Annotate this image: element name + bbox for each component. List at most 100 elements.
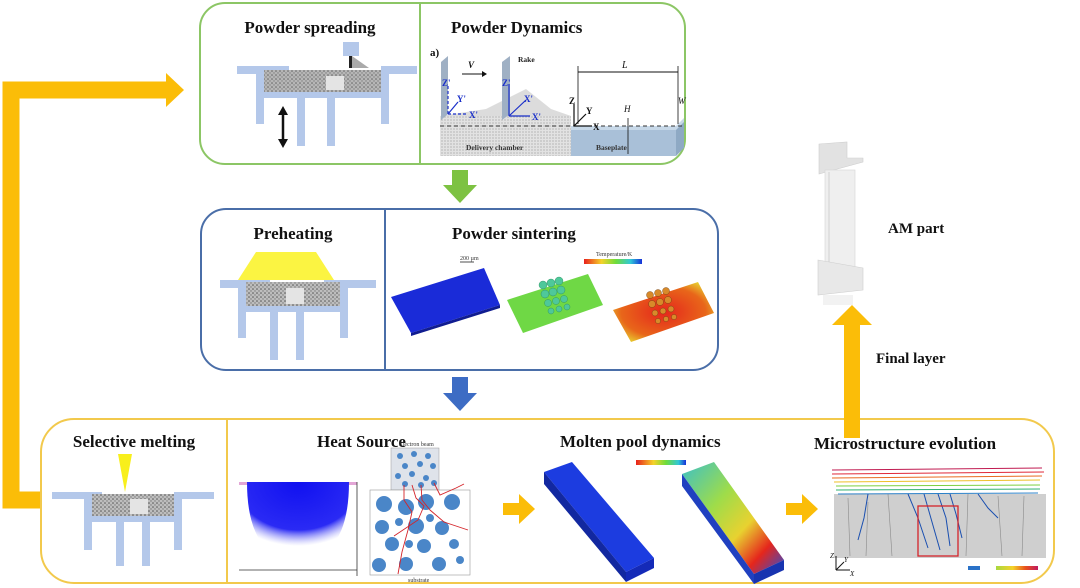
electron-paths [393,482,469,575]
substrate-particles [372,494,464,572]
streamlines [831,467,1045,495]
svg-text:Z: Z [830,552,834,560]
preheating-schematic [220,252,376,360]
scale-bar-label: 200 µm [460,256,479,262]
local-axes-rake: Z' X' X' [502,78,541,122]
rake-plate [502,56,510,120]
bed-wall-right [381,66,389,124]
legend-velocity-colorbar [996,566,1038,570]
am-part-label: AM part [888,221,945,237]
svg-text:X: X [849,570,855,578]
stage-heating-panel: Preheating Powder sintering [200,208,719,371]
microstructure-figure: Z Y X [830,467,1046,578]
electron-particle-diagram: Electron beam substrate [369,442,471,584]
particle-array-middle [538,276,571,315]
delivery-chamber-label: Delivery chamber [466,143,524,152]
melted-pool-block [682,462,784,574]
energy-beam [118,454,132,492]
baseplate-label: Baseplate [596,143,628,152]
global-axes: Z Y X [569,96,600,132]
build-plate [264,92,381,98]
svg-text:X': X' [532,112,541,122]
baseplate-side [676,122,684,156]
velocity-label: V [468,60,475,70]
colorbar-title: Temperature/K [596,252,633,258]
molten-pool-figure [544,460,784,584]
sintering-plate-initial [391,268,500,333]
svg-text:Z: Z [569,96,575,106]
legend-blue-swatch [968,566,980,570]
arrow-spreading-to-heating [443,170,477,203]
section-title-microstructure-evolution: Microstructure evolution [814,434,997,453]
region-of-interest [917,505,959,557]
section-title-heat-source: Heat Source [317,432,406,451]
svg-text:X': X' [524,94,533,104]
local-axes-left: Z' Y' X' [442,78,478,120]
coordinate-axes-icon: Z Y X [830,552,855,578]
blade-airfoil [824,169,856,271]
stage-melting-panel: Selective melting Heat Source Molten poo… [40,418,1055,584]
delivery-chamber-texture [440,116,571,156]
bed-wall-left [256,66,264,124]
blade-top-shroud [818,141,864,175]
section-title-powder-sintering: Powder sintering [452,224,576,243]
powder-heap [352,56,369,68]
svg-text:Y: Y [844,556,849,564]
svg-text:Y: Y [586,106,593,116]
electron-penetration-cloud [247,482,349,562]
baseplate-front [571,130,676,156]
width-label: W [678,96,687,106]
section-title-powder-dynamics: Powder Dynamics [451,18,583,37]
arrow-heat-to-pool [503,494,535,524]
recoater-blade [349,56,352,68]
electron-beam-label: Electron beam [399,442,434,448]
arrow-pool-to-microstructure [786,494,818,524]
bed-top-right [381,66,417,74]
final-layer-arrow [832,305,872,438]
svg-text:Y': Y' [457,94,466,104]
plate-left [441,56,448,120]
length-label: L [621,60,628,71]
section-title-powder-spreading: Powder spreading [244,18,376,37]
particle-array-final [646,287,677,324]
am-part-turbine-blade [817,141,864,305]
build-plate [246,306,340,312]
blade-root [817,259,864,296]
grain-structure [834,494,1046,558]
powder-dynamics-figure: a) Rake V Z' Y' X' Z' X' X' [430,47,687,156]
powder-bed-light [264,70,381,92]
loop-arrow-path [2,81,168,509]
arrow-heating-to-melting [443,377,477,411]
svg-text:X: X [593,122,600,132]
pool-colorbar [636,460,686,465]
svg-text:Z': Z' [442,78,451,88]
preheat-zone [238,252,334,280]
melted-gap [326,76,344,90]
build-plate [92,516,174,522]
rake-label: Rake [518,55,535,64]
stage-spreading-panel: Powder spreading Powder Dynamics [199,2,687,165]
up-down-arrow-icon [278,106,288,148]
section-title-selective-melting: Selective melting [72,432,196,451]
piston-right [327,98,335,146]
svg-text:X': X' [469,110,478,120]
heat-source-scatter-plot [239,482,358,576]
selective-melting-schematic [52,454,214,566]
figure-panel-label: a) [430,47,440,59]
recoater-head [343,42,359,56]
temperature-colorbar [584,259,642,264]
height-label: H [623,104,631,114]
stage-divider [419,4,421,163]
powder-sintering-figure: 200 µm Temperature/K [391,252,714,342]
svg-text:Z': Z' [502,78,511,88]
loop-arrow-head [166,73,184,107]
powder-spreading-schematic [237,42,417,148]
piston-left [297,98,305,146]
stage-divider [226,420,228,582]
section-title-molten-pool-dynamics: Molten pool dynamics [560,432,721,451]
substrate-label: substrate [408,578,430,584]
powder-layer-block [544,462,654,572]
section-title-preheating: Preheating [253,224,333,243]
stage-divider [384,210,386,369]
